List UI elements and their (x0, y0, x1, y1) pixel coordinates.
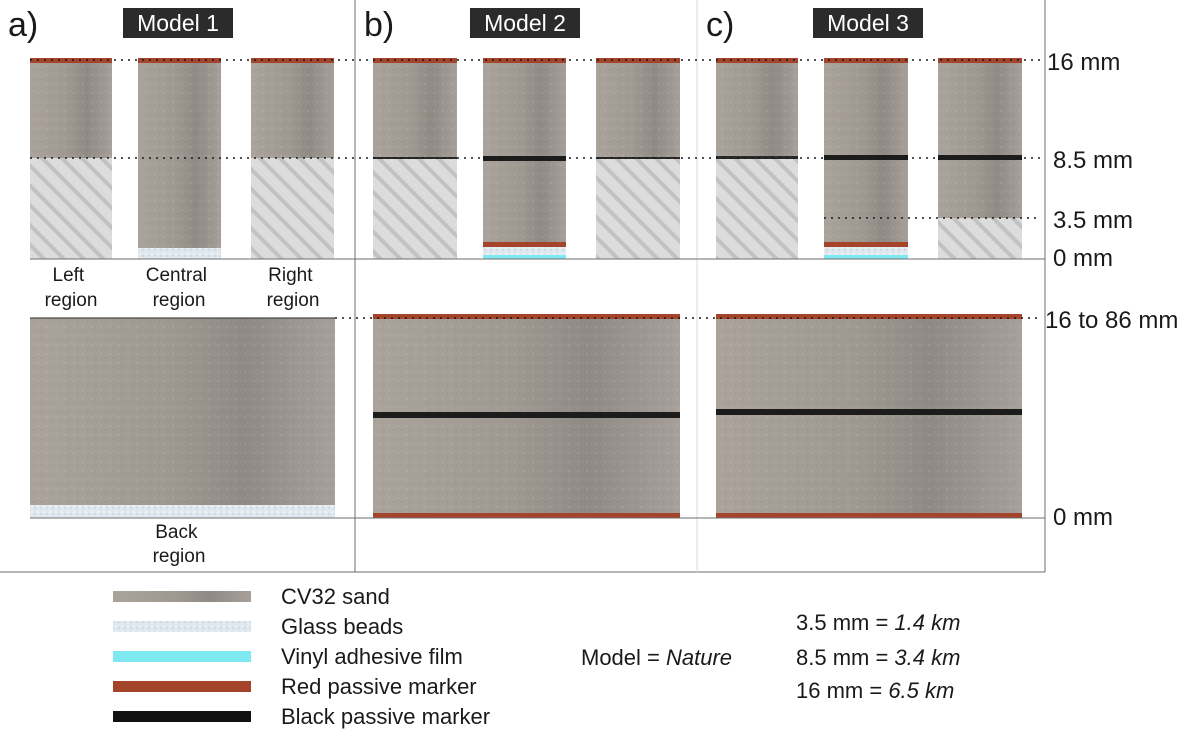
legend-label-glass: Glass beads (281, 614, 403, 639)
panel-a-letter: a) (8, 6, 38, 44)
depth-label-8-5mm: 8.5 mm (1053, 147, 1133, 174)
left-region-label: Left region (45, 265, 98, 311)
scaling-box: Model = Nature 3.5 mm = 1.4 km 8.5 mm = … (581, 610, 960, 703)
panel-b-title: Model 2 (484, 10, 566, 36)
panel-a-title: Model 1 (137, 10, 219, 36)
scaling-equation: Model = Nature (581, 645, 732, 670)
legend: CV32 sand Glass beads Vinyl adhesive fil… (113, 584, 490, 729)
model2-central-region (483, 58, 566, 259)
legend-label-red: Red passive marker (281, 674, 477, 699)
panel-c-letter: c) (706, 6, 734, 44)
legend-swatch-sand (113, 591, 251, 602)
legend-label-sand: CV32 sand (281, 584, 390, 609)
depth-label-16mm: 16 mm (1047, 49, 1120, 76)
legend-label-black: Black passive marker (281, 704, 490, 729)
model2-left-region (373, 58, 457, 259)
back-region-label: Back region (153, 522, 206, 567)
panel-a-title-box (123, 8, 233, 38)
panel-b-title-box (470, 8, 580, 38)
depth-label-3-5mm: 3.5 mm (1053, 207, 1133, 234)
scaling-row-8-5mm: 8.5 mm = 3.4 km (796, 645, 960, 670)
scaling-row-16mm: 16 mm = 6.5 km (796, 678, 954, 703)
model1-back-region (30, 317, 335, 518)
model2-back-region (373, 314, 680, 518)
scaling-row-3-5mm: 3.5 mm = 1.4 km (796, 610, 960, 635)
legend-swatch-red (113, 681, 251, 692)
model3-left-region (716, 58, 798, 259)
depth-label-back-0mm: 0 mm (1053, 504, 1113, 531)
depth-guides (30, 59, 1040, 219)
panel-b-letter: b) (364, 6, 394, 44)
model3-back-region (716, 314, 1022, 518)
central-region-label: Central region (146, 265, 213, 311)
model3-right-region (938, 58, 1022, 259)
depth-label-16-to-86mm: 16 to 86 mm (1045, 307, 1178, 334)
legend-label-vinyl: Vinyl adhesive film (281, 644, 463, 669)
right-region-label: Right region (267, 265, 320, 311)
panel-c-title: Model 3 (827, 10, 909, 36)
legend-swatch-glass (113, 621, 251, 632)
model2-right-region (596, 58, 680, 259)
depth-label-0mm: 0 mm (1053, 245, 1113, 272)
model1-left-region (30, 58, 112, 259)
grid-lines (0, 0, 1046, 573)
legend-swatch-vinyl (113, 651, 251, 662)
panel-c-title-box (813, 8, 923, 38)
model1-central-region (138, 58, 221, 259)
model1-right-region (251, 58, 334, 259)
model3-central-region (824, 58, 908, 259)
legend-swatch-black (113, 711, 251, 722)
